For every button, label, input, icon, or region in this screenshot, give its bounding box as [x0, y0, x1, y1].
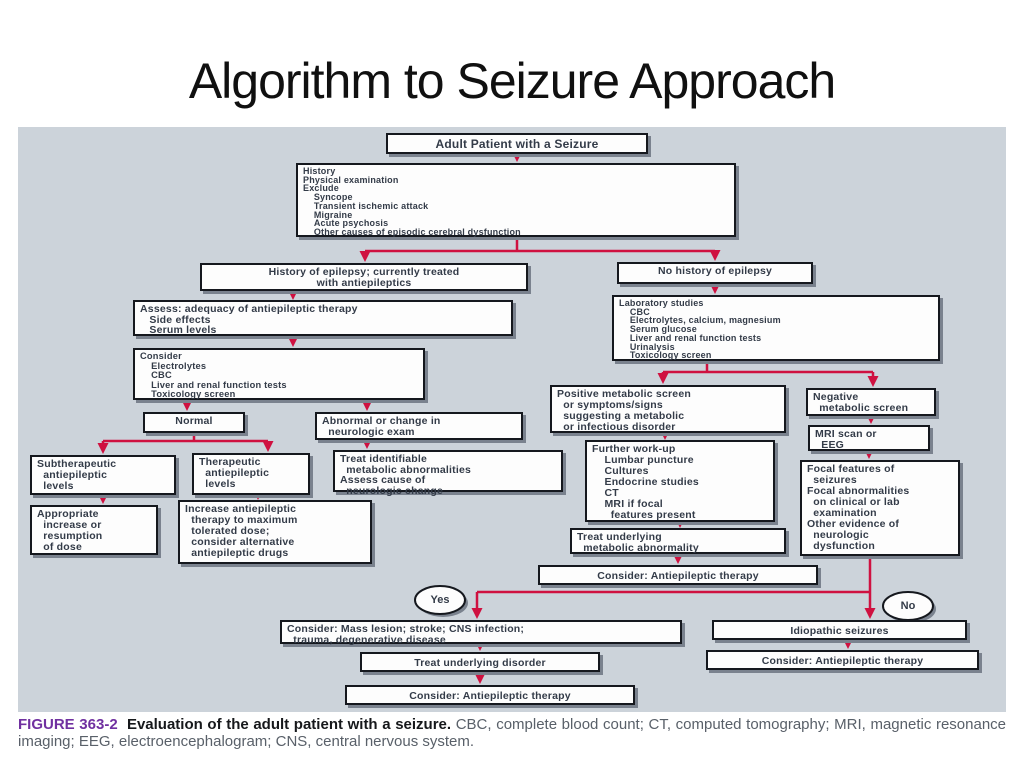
node-increase-therapy: Increase antiepileptic therapy to maximu… — [178, 500, 372, 564]
figure-caption-abbreviations: CBC, complete blood count; CT, computed … — [18, 716, 1007, 750]
node-laboratory-studies: Laboratory studies CBC Electrolytes, cal… — [612, 295, 940, 361]
node-focal-features: Focal features of seizures Focal abnorma… — [800, 460, 960, 556]
figure-caption-label: FIGURE 363-2 — [18, 716, 118, 733]
node-consider-antiepileptic-bottom-right: Consider: Antiepileptic therapy — [706, 650, 979, 670]
yes-oval — [414, 585, 466, 615]
node-treat-metabolic-abnormality: Treat underlying metabolic abnormality — [570, 528, 786, 554]
figure-caption-title: Evaluation of the adult patient with a s… — [126, 716, 452, 733]
flowchart-connectors — [97, 151, 936, 684]
node-mass-lesion: Consider: Mass lesion; stroke; CNS infec… — [280, 620, 682, 645]
no-label: No — [900, 600, 916, 612]
node-consider-antiepileptic-mid: Consider: Antiepileptic therapy — [538, 565, 818, 585]
node-history-exclude: History Physical examination Exclude Syn… — [296, 163, 736, 237]
node-therapeutic-levels: Therapeutic antiepileptic levels — [192, 453, 310, 495]
node-consider-tests: Consider Electrolytes CBC Liver and rena… — [133, 348, 425, 400]
node-adult-patient: Adult Patient with a Seizure — [386, 133, 648, 154]
node-normal: Normal — [143, 412, 245, 433]
page-title: Algorithm to Seizure Approach — [188, 53, 836, 109]
node-no-history-of-epilepsy: No history of epilepsy — [617, 262, 813, 284]
node-treat-identifiable: Treat identifiable metabolic abnormaliti… — [333, 450, 563, 496]
node-further-workup: Further work-up Lumbar puncture Cultures… — [585, 440, 775, 522]
node-consider-antiepileptic-bottom-left: Consider: Antiepileptic therapy — [345, 685, 635, 705]
yes-label: Yes — [430, 594, 450, 606]
node-assess-adequacy: Assess: adequacy of antiepileptic therap… — [133, 300, 513, 336]
node-history-of-epilepsy: History of epilepsy; currently treated w… — [200, 263, 528, 291]
node-subtherapeutic-levels: Subtherapeutic antiepileptic levels — [30, 455, 176, 495]
node-treat-underlying-disorder: Treat underlying disorder — [360, 652, 600, 672]
node-positive-metabolic-screen: Positive metabolic screen or symptoms/si… — [550, 385, 786, 433]
node-negative-metabolic-screen: Negative metabolic screen — [806, 388, 936, 416]
figure-caption: FIGURE 363-2 Evaluation of the adult pat… — [18, 716, 1006, 750]
node-abnormal-exam: Abnormal or change in neurologic exam — [315, 412, 523, 440]
flowchart-panel: Adult Patient with a Seizure History Phy… — [18, 127, 1006, 712]
node-appropriate-increase: Appropriate increase or resumption of do… — [30, 505, 158, 555]
node-mri-scan-or-eeg: MRI scan or EEG — [808, 425, 930, 451]
node-idiopathic-seizures: Idiopathic seizures — [712, 620, 967, 640]
